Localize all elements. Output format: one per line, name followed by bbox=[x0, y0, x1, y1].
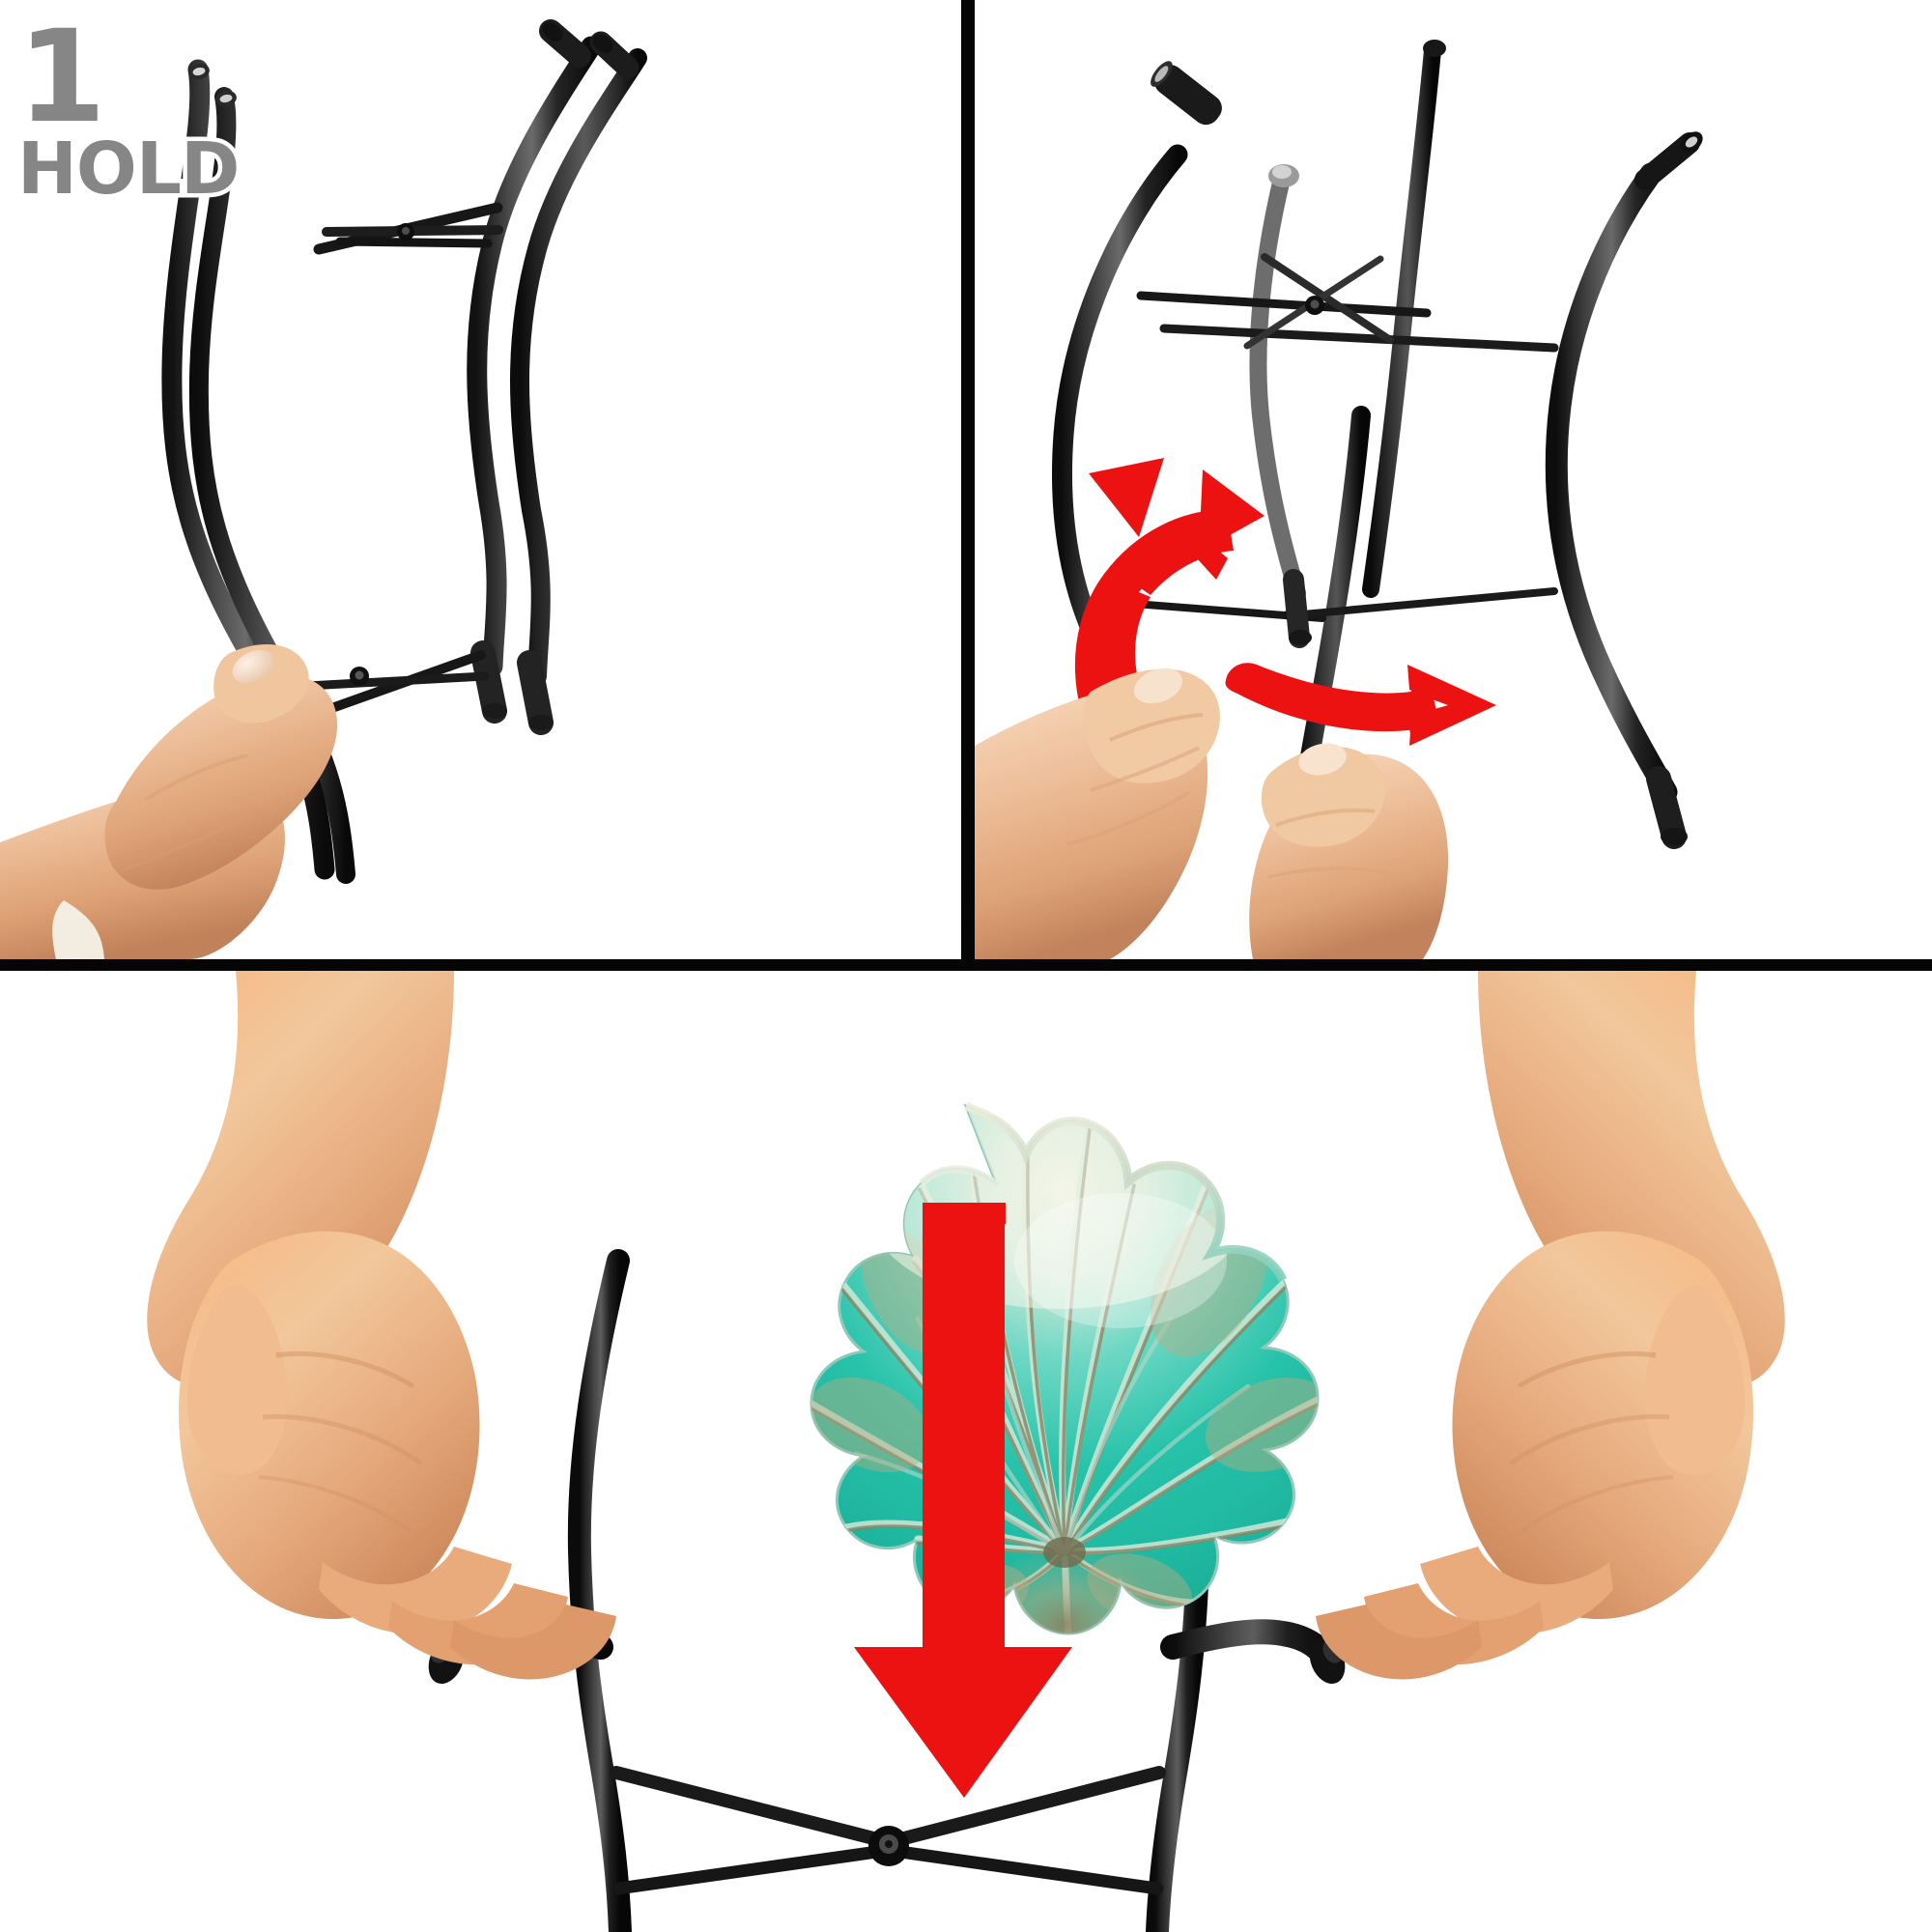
rotate-arrow-up-icon bbox=[1074, 458, 1264, 776]
panel-step-1-hold: 1 HOLD bbox=[0, 0, 961, 959]
detached-end-cap bbox=[1151, 61, 1222, 126]
panel-step-2-expand: 2 EXPAND bbox=[975, 0, 1932, 959]
assembled-stand bbox=[428, 1249, 1346, 1932]
lower-cross-brace bbox=[254, 650, 490, 739]
rotate-arrow-right-icon bbox=[1225, 663, 1496, 746]
panel-3-artwork bbox=[147, 971, 1785, 1932]
right-hand-grip bbox=[1249, 743, 1449, 959]
place-arrow-down-icon bbox=[854, 1203, 1072, 1798]
panel-step-3-place: 3 PLACE bbox=[0, 971, 1932, 1932]
step-1-label: 1 HOLD bbox=[13, 3, 243, 211]
step-1-number: 1 bbox=[13, 3, 110, 152]
base-cross-brace bbox=[610, 1766, 1166, 1895]
hand-holding-leg bbox=[0, 643, 338, 959]
leg-top-cap bbox=[539, 19, 639, 79]
expanded-lower-brace bbox=[1093, 587, 1558, 623]
expanded-cross-brace bbox=[1136, 253, 1559, 353]
right-arm bbox=[1478, 971, 1785, 1388]
step-1-word: HOLD bbox=[13, 128, 243, 211]
horizontal-panel-divider bbox=[0, 959, 1932, 971]
upper-cross-brace bbox=[313, 202, 503, 255]
left-arm bbox=[147, 971, 454, 1388]
right-hand-cupping bbox=[1316, 1231, 1754, 1680]
folded-stand bbox=[161, 19, 647, 884]
glass-bowl bbox=[810, 1101, 1320, 1635]
vertical-panel-divider bbox=[961, 0, 975, 959]
panel-2-artwork bbox=[975, 40, 1703, 959]
left-hand-grip bbox=[975, 668, 1220, 959]
expanded-stand bbox=[1051, 40, 1703, 850]
left-hand-cupping bbox=[178, 1231, 616, 1680]
stand-foot bbox=[470, 640, 554, 735]
